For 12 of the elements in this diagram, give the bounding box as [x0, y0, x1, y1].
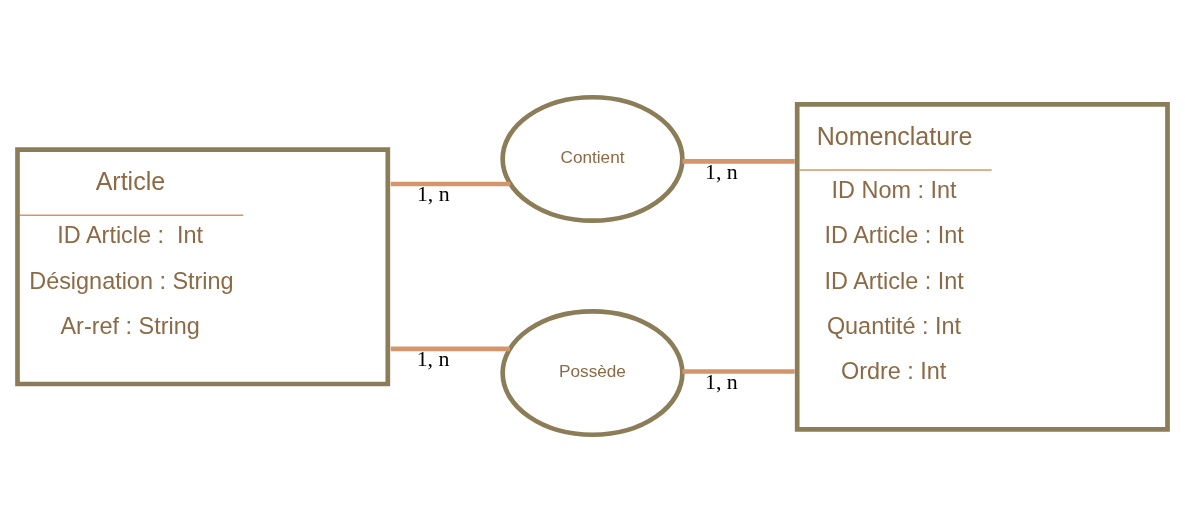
edge-label: 1, n — [705, 369, 738, 394]
connector — [682, 158, 795, 164]
edge-label: 1, n — [705, 159, 738, 184]
connector — [390, 181, 511, 186]
node-box: Nomenclature ID Nom : Int ID Article : Int ID Article : Int Quantité : Int Ordre : Int — [794, 101, 1170, 432]
edge-label: 1, n — [416, 346, 450, 371]
connector — [682, 368, 795, 374]
connector — [390, 345, 510, 351]
node-ellipse: Contient — [500, 94, 685, 223]
edge-label: 1, n — [416, 181, 450, 206]
node-ellipse: Possède — [500, 308, 685, 437]
node-box: Article ID Article : Int Désignation : String Ar-ref : String — [15, 146, 391, 386]
